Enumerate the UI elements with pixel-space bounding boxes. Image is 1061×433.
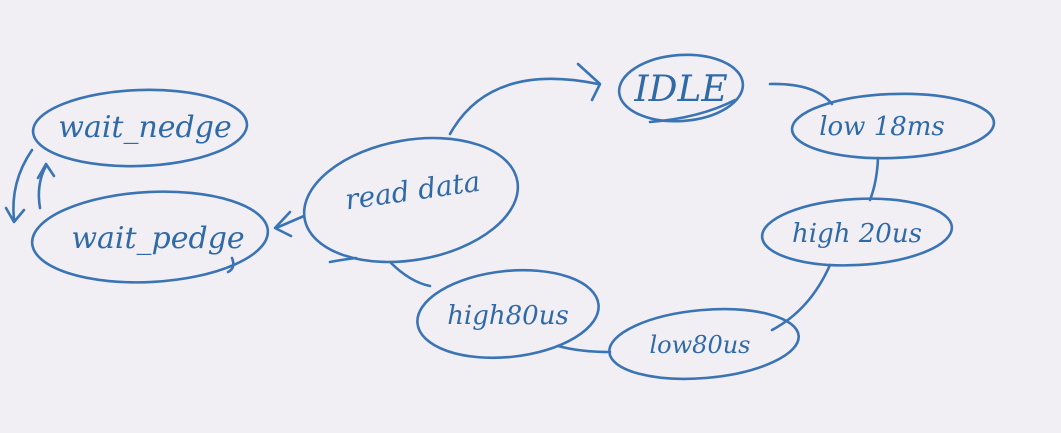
transition-low-18ms-to-high-20us [868, 156, 880, 202]
transition-read-data-to-wait-pedge [273, 210, 306, 238]
arrowhead-icon [576, 62, 602, 102]
state-read-data: read data [302, 136, 520, 264]
transition-low-80us-to-high-80us [556, 344, 612, 354]
arrowhead-icon [4, 206, 26, 224]
state-low-18ms-label: low 18ms [819, 112, 945, 142]
transition-high-20us-to-low-80us [770, 263, 832, 332]
state-idle-label: IDLE [633, 69, 727, 110]
transition-wait-nedge-to-wait-pedge [4, 148, 34, 224]
state-read-data-label: read data [343, 165, 482, 217]
state-low-80us-label: low80us [650, 331, 751, 359]
state-wait-nedge: wait_nedge [31, 88, 249, 168]
state-wait-pedge-label: wait_pedge [71, 221, 244, 256]
state-high-80us-label: high80us [447, 301, 569, 331]
ink-tail [328, 256, 358, 264]
state-high-80us: high80us [416, 268, 600, 360]
state-wait-pedge: wait_pedge [30, 190, 270, 284]
transition-read-data-to-idle [448, 62, 602, 136]
state-low-18ms: low 18ms [790, 92, 996, 160]
transition-high-80us-to-read-data [388, 260, 432, 288]
state-low-80us: low80us [608, 307, 800, 381]
state-high-20us-label: high 20us [792, 219, 922, 249]
state-wait-nedge-label: wait_nedge [58, 110, 231, 145]
state-idle: IDLE [617, 53, 745, 124]
ink-tail [226, 256, 235, 274]
state-high-20us: high 20us [760, 197, 954, 267]
transition-idle-to-low-18ms [768, 82, 834, 106]
arrowhead-icon [36, 162, 56, 180]
arrowhead-icon [273, 210, 293, 238]
transition-wait-pedge-to-wait-nedge [36, 162, 56, 210]
